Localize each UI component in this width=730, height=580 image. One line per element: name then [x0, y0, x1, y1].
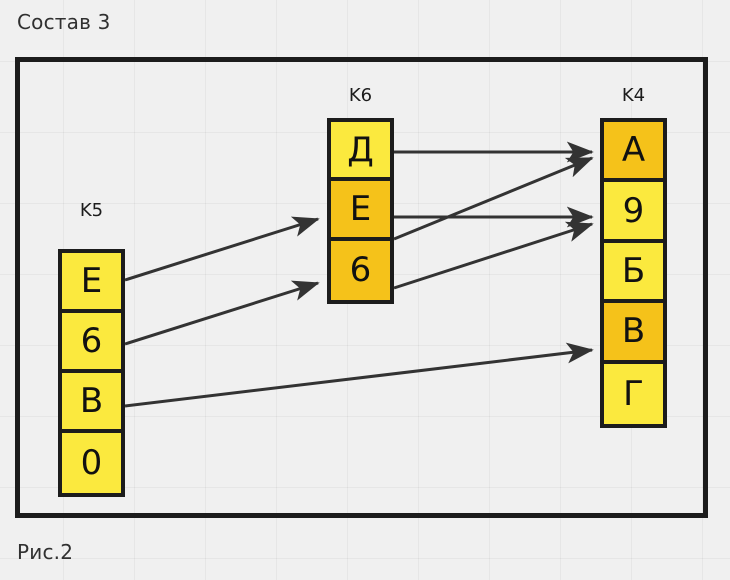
- cell-k5-3[interactable]: 0: [62, 433, 121, 493]
- figure-caption: Рис.2: [17, 540, 74, 564]
- diagram-title: Состав 3: [17, 10, 111, 34]
- cell-k6-1[interactable]: Е: [331, 181, 390, 241]
- cell-k4-1[interactable]: 9: [604, 182, 663, 243]
- cell-k6-2[interactable]: 6: [331, 240, 390, 300]
- cell-k4-3[interactable]: В: [604, 303, 663, 364]
- cell-k4-4[interactable]: Г: [604, 363, 663, 424]
- cell-k5-0[interactable]: Е: [62, 253, 121, 314]
- diagram-frame: [15, 57, 708, 518]
- cell-k5-2[interactable]: В: [62, 373, 121, 434]
- cell-k4-2[interactable]: Б: [604, 242, 663, 304]
- cell-k5-1[interactable]: 6: [62, 313, 121, 374]
- column-label-k4: K4: [621, 85, 646, 106]
- cell-k4-0[interactable]: А: [604, 122, 663, 183]
- column-label-k5: K5: [79, 200, 104, 221]
- cell-k6-0[interactable]: Д: [331, 122, 390, 182]
- column-label-k6: K6: [348, 85, 373, 106]
